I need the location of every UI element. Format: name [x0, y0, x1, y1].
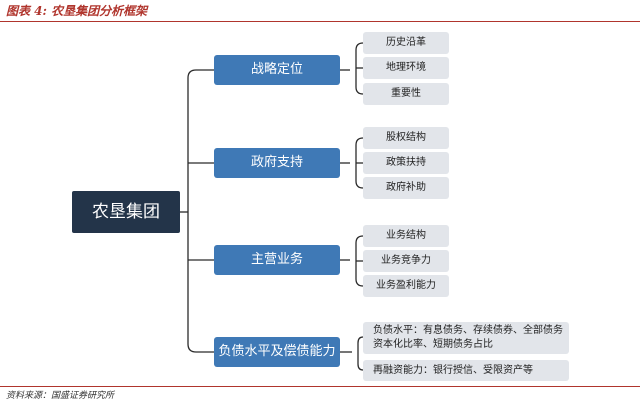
leaf-debt-level: 负债水平：有息债务、存续债券、全部债务 资本化比率、短期债务占比	[363, 322, 569, 354]
leaf-geography: 地理环境	[363, 57, 449, 79]
connector-debt-trunk	[357, 336, 364, 371]
leaf-profitability: 业务盈利能力	[363, 275, 449, 297]
root-node: 农垦集团	[72, 191, 180, 233]
source-note: 资料来源：国盛证券研究所	[6, 391, 115, 401]
leaf-debt-level-line2: 资本化比率、短期债务占比	[373, 339, 493, 350]
leaf-history: 历史沿革	[363, 32, 449, 54]
leaf-ownership: 股权结构	[363, 127, 449, 149]
leaf-importance: 重要性	[363, 83, 449, 105]
leaf-competitiveness: 业务竞争力	[363, 250, 449, 272]
leaf-subsidy: 政府补助	[363, 177, 449, 199]
connector-root-trunk	[187, 69, 197, 353]
leaf-policy-support: 政策扶持	[363, 152, 449, 174]
category-main-business: 主营业务	[214, 245, 340, 275]
category-government-support: 政府支持	[214, 148, 340, 178]
leaf-debt-level-line1: 负债水平：有息债务、存续债券、全部债务	[373, 325, 563, 336]
title-rule	[0, 21, 640, 22]
leaf-refinancing: 再融资能力：银行授信、受限资产等	[363, 360, 569, 381]
category-debt-solvency: 负债水平及偿债能力	[214, 337, 340, 367]
footer-rule	[0, 386, 640, 387]
leaf-business-structure: 业务结构	[363, 225, 449, 247]
category-strategy: 战略定位	[214, 55, 340, 85]
figure-title: 图表 4: 农垦集团分析框架	[6, 4, 148, 18]
